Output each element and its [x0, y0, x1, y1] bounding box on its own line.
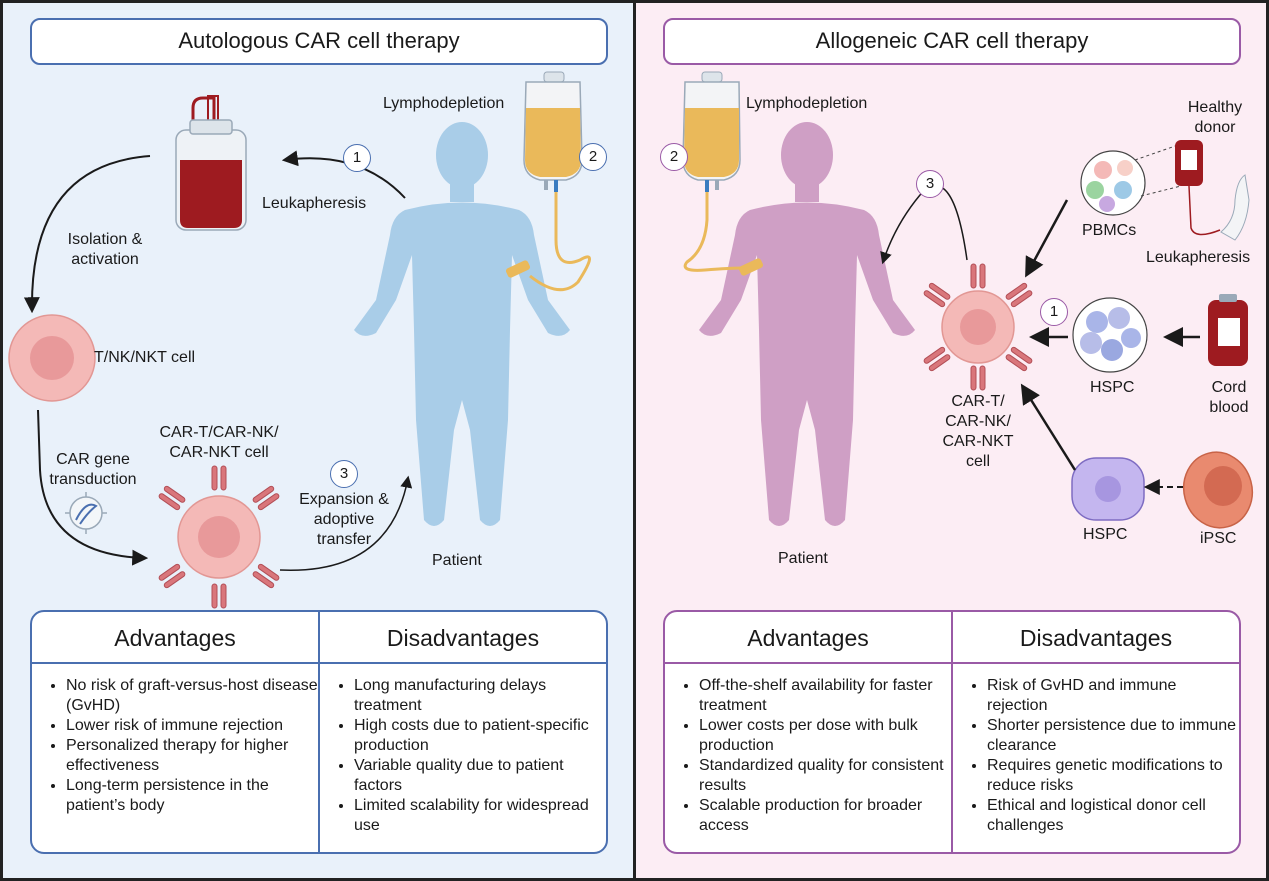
hspc-cell	[1071, 457, 1145, 521]
allogeneic-title: Allogeneic CAR cell therapy	[663, 18, 1241, 65]
label-car-cell: CAR-T/CAR-NK/ CAR-NKT cell	[159, 424, 279, 461]
disadvantages-header: Disadvantages	[386, 625, 540, 651]
list-item: Standardized quality for consistent resu…	[699, 756, 951, 796]
ipsc-cell	[1182, 451, 1254, 529]
allogeneic-pros-cons-table: Advantages Off-the-shelf availability fo…	[663, 610, 1241, 854]
label-isolation: Isolation & activation	[67, 231, 143, 268]
disadvantages-column: Disadvantages Risk of GvHD and immune re…	[953, 612, 1239, 852]
label-leukapheresis: Leukapheresis	[262, 195, 367, 212]
cord-blood-bag	[1208, 294, 1248, 366]
list-item: Personalized therapy for higher effectiv…	[66, 736, 318, 776]
label-cord-blood: Cord blood	[1209, 379, 1249, 416]
list-item: Variable quality due to patient factors	[354, 756, 606, 796]
step-2-badge: 2	[579, 143, 607, 171]
disadvantages-header: Disadvantages	[1019, 625, 1173, 651]
advantages-header: Advantages	[747, 625, 869, 651]
arrow-expansion	[279, 475, 413, 571]
list-item: Off-the-shelf availability for faster tr…	[699, 676, 951, 716]
label-leukapheresis: Leukapheresis	[1146, 249, 1251, 266]
step-1-badge: 1	[1040, 298, 1068, 326]
donor-blood-bag	[1175, 140, 1250, 241]
patient-figure	[699, 122, 915, 526]
arrow-hspc2	[1020, 383, 1077, 471]
label-healthy-donor: Healthy donor	[1187, 99, 1243, 136]
iv-bag	[505, 71, 591, 292]
label-lymphodepletion: Lymphodepletion	[746, 95, 868, 112]
arrow-pbmcs	[1025, 199, 1069, 278]
list-item: Lower risk of immune rejection	[66, 716, 318, 736]
label-patient: Patient	[432, 552, 482, 569]
step-2-badge: 2	[660, 143, 688, 171]
allogeneic-illustration	[682, 71, 1254, 529]
list-item: Risk of GvHD and immune rejection	[987, 676, 1239, 716]
virus-icon	[65, 492, 107, 534]
car-cell-right	[922, 263, 1034, 391]
step-1-badge: 1	[343, 144, 371, 172]
label-cell: T/NK/NKT cell	[94, 349, 196, 366]
list-item: Shorter persistence due to immune cleara…	[987, 716, 1239, 756]
list-item: Long-term persistence in the patient’s b…	[66, 776, 318, 816]
label-ipsc: iPSC	[1200, 530, 1237, 547]
list-item: Requires genetic modifications to reduce…	[987, 756, 1239, 796]
advantages-header: Advantages	[114, 625, 236, 651]
iv-bag	[682, 71, 764, 276]
list-item: No risk of graft-versus-host disease (Gv…	[66, 676, 318, 716]
t-cell	[8, 314, 96, 402]
pbmcs-icon	[1080, 143, 1182, 216]
blood-bottle	[175, 95, 247, 231]
patient-figure	[354, 122, 570, 526]
label-hspc-ipsc: HSPC	[1083, 526, 1128, 543]
label-hspc-cord: HSPC	[1090, 379, 1135, 396]
step-3-badge: 3	[330, 460, 358, 488]
list-item: Lower costs per dose with bulk productio…	[699, 716, 951, 756]
list-item: Limited scalability for widespread use	[354, 796, 606, 836]
advantages-column: Advantages No risk of graft-versus-host …	[32, 612, 318, 852]
list-item: Long manufacturing delays treatment	[354, 676, 606, 716]
label-lymphodepletion: Lymphodepletion	[383, 95, 505, 112]
autologous-illustration	[8, 71, 591, 609]
label-car-cell: CAR-T/ CAR-NK/ CAR-NKT cell	[942, 393, 1014, 470]
advantages-column: Advantages Off-the-shelf availability fo…	[665, 612, 951, 852]
disadvantages-column: Disadvantages Long manufacturing delays …	[320, 612, 606, 852]
arrow-transduction	[37, 409, 149, 566]
autologous-pros-cons-table: Advantages No risk of graft-versus-host …	[30, 610, 608, 854]
arrow-isolation	[23, 155, 151, 314]
label-transduction: CAR gene transduction	[49, 451, 137, 488]
label-patient: Patient	[778, 550, 828, 567]
autologous-title: Autologous CAR cell therapy	[30, 18, 608, 65]
car-cell-left	[157, 465, 281, 609]
hspc-cluster	[1072, 297, 1148, 373]
label-pbmcs: PBMCs	[1082, 222, 1137, 239]
list-item: Ethical and logistical donor cell challe…	[987, 796, 1239, 836]
list-item: Scalable production for broader access	[699, 796, 951, 836]
step-3-badge: 3	[916, 170, 944, 198]
label-expansion: Expansion & adoptive transfer	[299, 491, 389, 548]
list-item: High costs due to patient-specific produ…	[354, 716, 606, 756]
